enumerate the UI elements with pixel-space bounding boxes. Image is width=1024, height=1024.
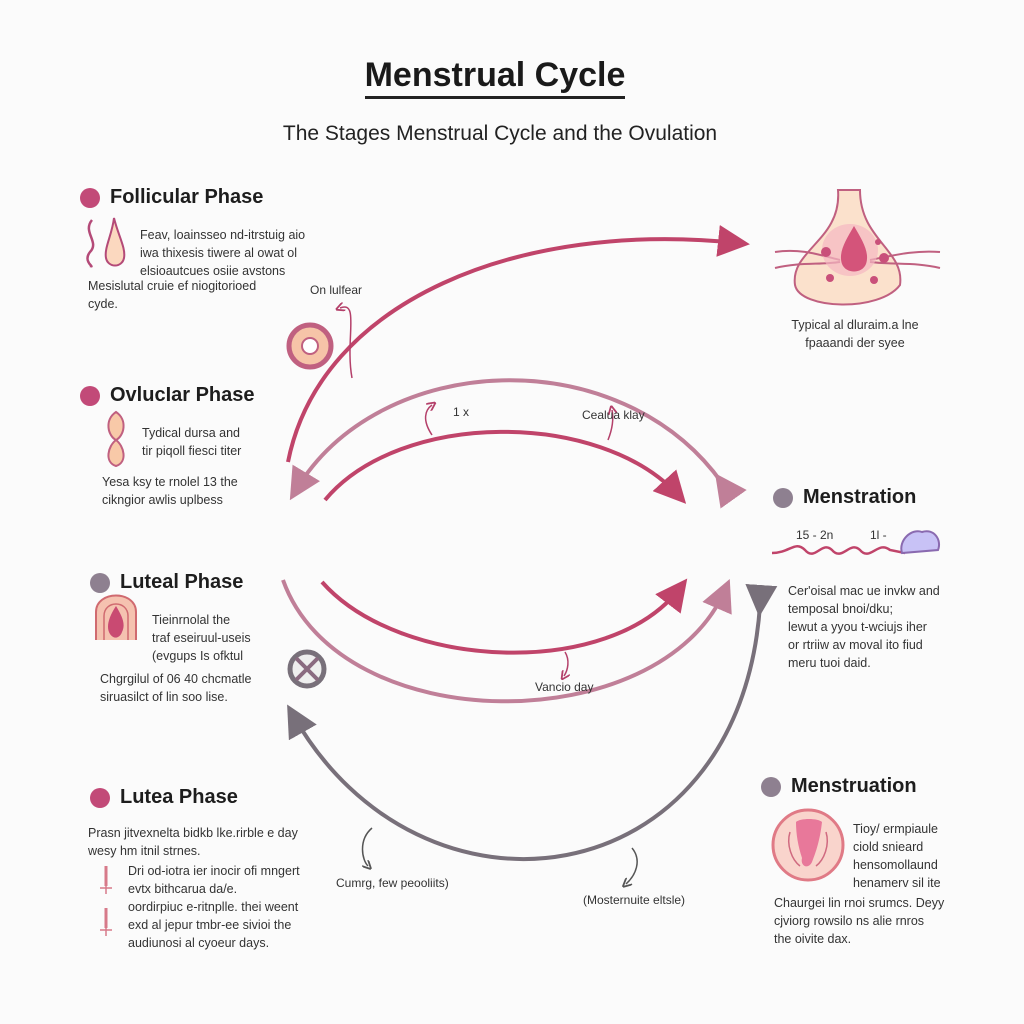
arrow-inner-crimson-bottom (320, 578, 688, 655)
egg-drop-icon (104, 217, 126, 267)
small-arrow (363, 827, 373, 866)
phase-dot (80, 385, 100, 406)
phase-dot (773, 487, 793, 508)
arrow-inner-crimson-top (323, 429, 687, 504)
small-arrow (626, 847, 638, 884)
phase-dot (90, 787, 110, 808)
small-arrow (424, 405, 432, 436)
follicle-ring-icon (286, 322, 334, 370)
phase-dot (90, 572, 110, 593)
heading-menstration: Menstration (773, 486, 916, 509)
phase-dot (80, 187, 100, 208)
arc-label: Cumrg, few peooliits) (336, 876, 449, 890)
heading-ovulular-phase: OvlucIar Phase (80, 384, 255, 407)
blocked-icon (287, 649, 327, 689)
heading-lutea-phase: Lutea Phase (90, 786, 238, 809)
wave-label: 15 - 2n (796, 528, 834, 542)
heading-follicular-phase: Follicular Phase (80, 186, 263, 209)
ovum-hourglass-icon (107, 410, 125, 468)
arc-label: (Mosternuite eltsle) (583, 893, 686, 907)
lutea-text-1: Prasn jitvexnelta bidkb lke.rirble e day… (88, 826, 298, 858)
wave-label: 1l - (870, 528, 887, 542)
arrow-outer-mauve-top (289, 378, 747, 509)
arrow-outer-mauve-bottom (281, 578, 732, 704)
page-title: Menstrual Cycle (0, 56, 990, 99)
wave-icon (771, 530, 940, 555)
cervix-icon (771, 808, 845, 882)
arc-label: 1 x (453, 405, 470, 419)
heading-menstruation: Menstruation (761, 775, 917, 798)
arc-label: Cealua klay (582, 408, 645, 422)
arc-label: On lulfear (310, 283, 363, 297)
drip-icon-2 (100, 908, 112, 936)
small-arrow (564, 651, 568, 676)
drip-icon-1 (100, 866, 112, 894)
phase-dot (761, 776, 781, 797)
sperm-icon (86, 219, 95, 268)
arrow-gray-return (287, 583, 778, 862)
page-subtitle: The Stages Menstrual Cycle and the Ovula… (282, 122, 718, 145)
arrow-follicular-to-ovary (286, 224, 750, 463)
small-arrow (607, 410, 613, 441)
small-arrow (340, 307, 353, 379)
heading-luteal-phase: Luteal Phase (90, 571, 243, 594)
uterus-lining-icon (95, 594, 137, 640)
ovary-uterus-icon (774, 189, 941, 306)
arc-label: Vancio day (535, 680, 594, 694)
